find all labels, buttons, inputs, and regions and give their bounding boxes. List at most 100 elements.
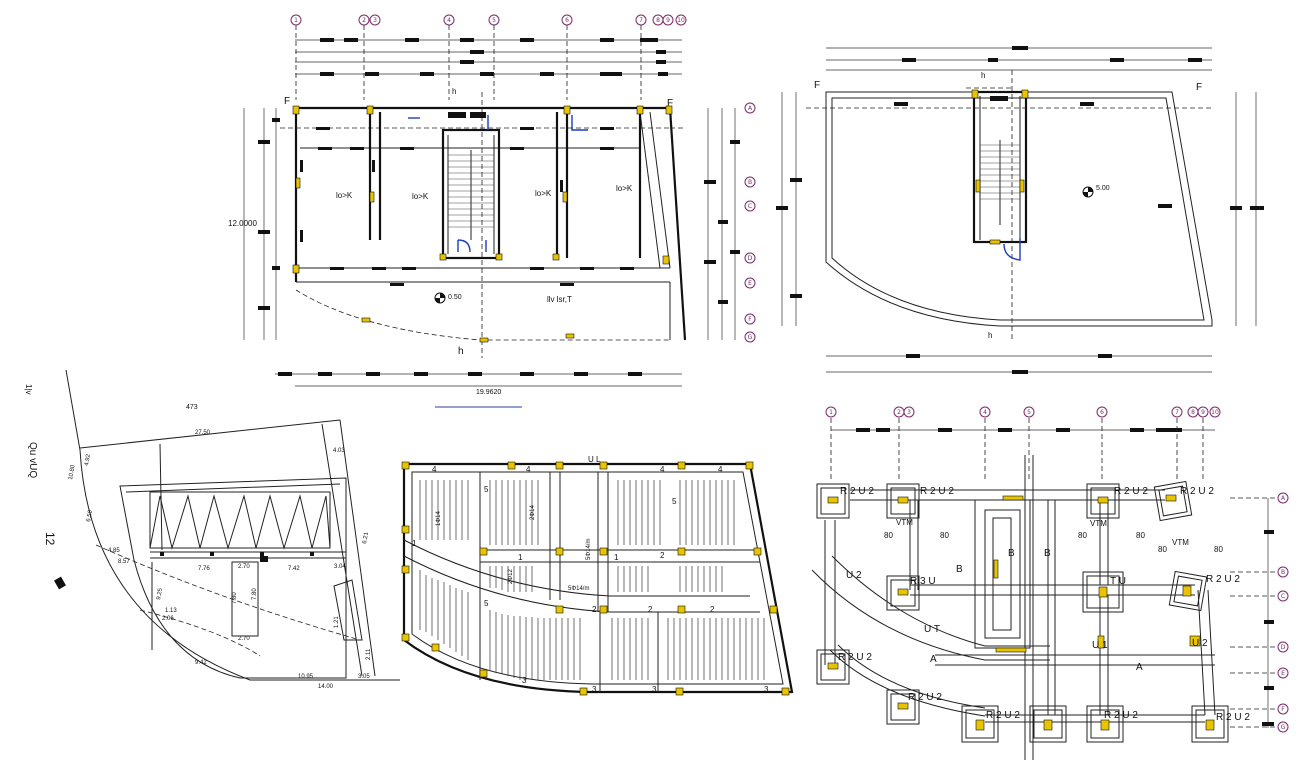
slab-label-4: 4 [432, 465, 437, 474]
footing-label-9: R 2 U 2 [908, 692, 942, 703]
slab-label-8: 1 [614, 553, 619, 562]
value-label-2: 80 [940, 531, 949, 540]
footing-label-1: R 2 U 2 [840, 486, 874, 497]
beam-label-12: VTM [1172, 538, 1189, 547]
slab-label-5: 5 [484, 485, 489, 494]
slab-label-3: 4 [718, 465, 723, 474]
site-dim-18: 10.95 [298, 674, 314, 680]
grid-letter-e: E [748, 280, 752, 287]
site-dim-7: 7.76 [198, 566, 210, 572]
bar-label-3: 2Φ12 [508, 569, 514, 584]
site-plan: 1|v Qu vUQ 12 473 27.50 4.03 10.80 4.92 … [24, 369, 400, 690]
footing-label-7: R 2 U 2 [1206, 574, 1240, 585]
grid-letter-c: C [748, 203, 752, 210]
footing-label-3: R 2 U 2 [1114, 486, 1148, 497]
beam-label-6: A [1136, 662, 1143, 673]
f-grid-letter-d: D [1281, 644, 1286, 651]
value-label-3: 80 [1078, 531, 1087, 540]
beam-label-9: B [1008, 548, 1015, 559]
site-dim-2: 10.80 [68, 464, 77, 480]
grid-number-10: 10 [677, 17, 685, 24]
slab-label-17: 2 [592, 605, 597, 614]
ground-floor-plan: 1 2 3 4 5 6 7 8 9 10 [228, 14, 756, 408]
beam-label-2: U T [924, 624, 940, 635]
level-value: 0.50 [448, 294, 462, 301]
room-label-2: lo>K [412, 192, 429, 201]
f-grid-number-9: 9 [1201, 409, 1205, 416]
f-grid-number-6: 6 [1100, 409, 1104, 416]
section-mark-h-bottom: h [458, 346, 464, 357]
f-grid-number-5: 5 [1027, 409, 1031, 416]
footing-label-10: R 2 U 2 [986, 710, 1020, 721]
site-dim-16: 2.06 [162, 616, 174, 622]
slab-label-14: 3 [764, 685, 769, 694]
section-mark-h-bottom-2: h [988, 331, 992, 340]
grid-axis-numbers: 1 2 3 4 5 6 7 8 9 10 [290, 14, 687, 100]
site-dim-14: 9.25 [156, 587, 164, 600]
beam-label-5: A [930, 654, 937, 665]
foundation-grid-numbers: 1 2 3 4 5 6 7 8 9 10 [825, 406, 1221, 418]
site-rotated-label-a: 1|v [24, 384, 33, 395]
footing-label-2: R 2 U 2 [920, 486, 954, 497]
area-label: llv lsr,T [547, 295, 572, 304]
bar-label-4: 5Φ14/m [586, 539, 592, 560]
grid-number-1: 1 [294, 17, 298, 24]
grid-number-6: 6 [565, 17, 569, 24]
room-label-3: lo>K [535, 189, 552, 198]
site-dim-5: 4.85 [108, 548, 120, 554]
f-grid-number-2: 2 [897, 409, 901, 416]
slab-label-16: 1 [412, 539, 417, 548]
slab-label-18: 5 [484, 599, 489, 608]
grid-number-7: 7 [639, 17, 643, 24]
site-dim-1: 4.03 [333, 448, 345, 454]
f-grid-number-3: 3 [907, 409, 911, 416]
value-label-5: 80 [1158, 545, 1167, 554]
site-dim-4: 6.50 [86, 509, 94, 522]
grid-letter-b: B [748, 179, 752, 186]
bar-label-1: 1Φ14 [436, 511, 442, 526]
grid-letter-d: D [748, 255, 753, 262]
staircase [441, 128, 501, 260]
slab-label-1: 4 [526, 465, 531, 474]
footing-label-12: R 2 U 2 [1216, 712, 1250, 723]
slab-label-15: 2 [710, 605, 715, 614]
beam-label-1: U 2 [846, 570, 862, 581]
site-dim-6: 8.57 [118, 559, 130, 565]
slab-label-10: 2 [648, 605, 653, 614]
site-dim-9: 7.42 [288, 566, 300, 572]
site-rotated-number: 12 [43, 532, 57, 546]
f-grid-number-7: 7 [1175, 409, 1179, 416]
section-mark-f-right-2: F [1196, 82, 1202, 93]
footing-label-6: T U [1110, 576, 1126, 587]
value-label-1: 80 [884, 531, 893, 540]
grid-letter-a: A [748, 105, 753, 112]
roof-plan: F F h h 5.00 [776, 46, 1264, 374]
slab-label-11: 3 [522, 676, 527, 685]
section-mark-f-left: F [284, 96, 290, 107]
grid-letter-g: G [748, 334, 753, 341]
beam-label-10: VTM [896, 518, 913, 527]
beam-label-3: U 1 [1092, 640, 1108, 651]
bar-label-2: 2Φ14 [530, 505, 536, 520]
roof-level-value: 5.00 [1096, 185, 1110, 192]
f-grid-letter-g: G [1281, 724, 1286, 731]
footing-label-5: R 3 U [910, 576, 936, 587]
grid-number-9: 9 [666, 17, 670, 24]
beam-label-4: U 2 [1192, 638, 1208, 649]
section-mark-h-top: h [452, 87, 456, 96]
value-label-4: 80 [1136, 531, 1145, 540]
beam-label-8: B [956, 564, 963, 575]
grid-number-3: 3 [373, 17, 377, 24]
site-dim-17: 9.42 [195, 660, 207, 666]
footing-label-4: R 2 U 2 [1180, 486, 1214, 497]
grid-number-4: 4 [447, 17, 451, 24]
bar-label-5: 5Φ14/m [568, 586, 589, 592]
site-dim-19: 14.00 [318, 684, 334, 690]
site-dim-top: 27.50 [195, 430, 211, 436]
foundation-grid-letters: A B C D E F G [1277, 492, 1289, 733]
slab-reinforcement-plan: U L 4 4 4 4 5 5 1 1 2 2 3 3 3 3 2 1 2 5 … [401, 455, 794, 696]
slab-label-12: 3 [592, 685, 597, 694]
slab-label-6: 5 [672, 497, 677, 506]
site-dim-13: 2.70 [238, 636, 250, 642]
